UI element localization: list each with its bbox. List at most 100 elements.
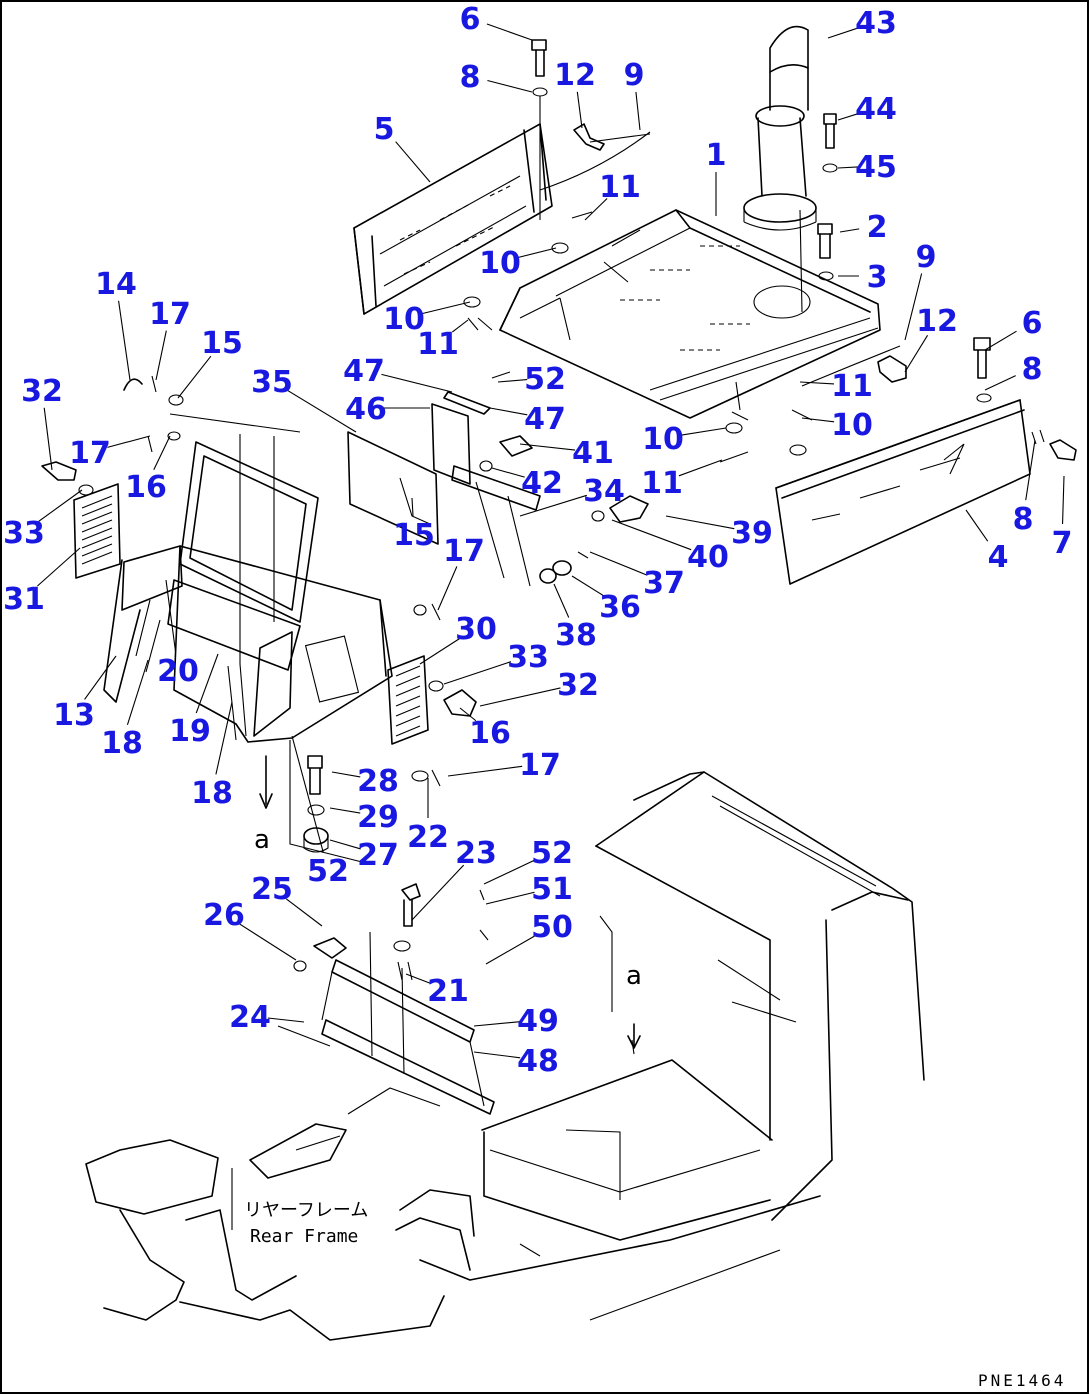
callout-18: 18	[191, 776, 233, 811]
callout-45: 45	[855, 150, 897, 185]
callout-52: 52	[531, 836, 573, 871]
leader-line-31	[37, 547, 81, 587]
leader-line-43	[827, 27, 860, 39]
leader-line-9	[635, 91, 641, 131]
callout-27: 27	[357, 838, 399, 873]
leader-line-23	[411, 864, 465, 921]
leader-line-52	[291, 735, 324, 853]
leader-line-6	[984, 330, 1017, 351]
leader-line-16	[153, 435, 171, 471]
callout-10: 10	[831, 408, 873, 443]
hardware-left	[41, 375, 184, 496]
callout-32: 32	[557, 668, 599, 703]
leader-line-11	[678, 459, 723, 477]
leader-line-19	[195, 653, 219, 714]
callout-50: 50	[531, 910, 573, 945]
hardware-center	[411, 495, 649, 787]
leader-line-10	[801, 417, 835, 423]
callout-4: 4	[988, 540, 1009, 575]
leader-line-16	[459, 707, 477, 722]
leader-line-8	[487, 79, 533, 93]
leader-line-45	[837, 166, 859, 169]
callout-47: 47	[343, 354, 385, 389]
leader-line-5	[395, 141, 431, 183]
leader-line-15	[411, 497, 414, 517]
callout-23: 23	[455, 836, 497, 871]
callout-16: 16	[125, 470, 167, 505]
callout-47: 47	[524, 402, 566, 437]
grille-part-31	[73, 483, 121, 579]
rear-frame-outline	[85, 1087, 475, 1341]
callout-21: 21	[427, 974, 469, 1009]
callout-10: 10	[479, 246, 521, 281]
rear-frame-label-jp: リヤーフレーム	[244, 1200, 368, 1221]
callout-34: 34	[583, 474, 625, 509]
callout-43: 43	[855, 6, 897, 41]
leader-line-39	[665, 515, 735, 530]
callout-46: 46	[345, 392, 387, 427]
leader-line-11	[799, 381, 835, 385]
leader-line-20	[165, 579, 177, 653]
callout-10: 10	[383, 302, 425, 337]
leader-line-4	[965, 509, 989, 542]
callout-36: 36	[599, 590, 641, 625]
callout-17: 17	[69, 436, 111, 471]
leader-line-27	[329, 839, 361, 850]
callout-17: 17	[149, 297, 191, 332]
leader-line-18	[126, 659, 149, 726]
callout-5: 5	[374, 112, 395, 147]
callout-29: 29	[357, 800, 399, 835]
leader-line-38	[553, 583, 570, 618]
leader-line-6	[486, 23, 533, 41]
view-marker-a-left: a	[254, 825, 270, 855]
drawing-reference-code: PNE1464	[978, 1371, 1066, 1390]
callout-6: 6	[460, 2, 481, 37]
leader-line-12	[904, 335, 929, 373]
leader-line-35	[287, 389, 357, 433]
leader-line-40	[611, 519, 692, 551]
leader-line-17	[107, 435, 151, 448]
leader-line-47	[489, 407, 528, 416]
leader-line-11	[584, 198, 608, 221]
callout-51: 51	[531, 872, 573, 907]
hardware-top	[463, 39, 838, 331]
leader-line-37	[589, 551, 648, 576]
leader-line-24	[267, 1017, 305, 1023]
leader-line-42	[491, 467, 525, 478]
leader-line-32	[43, 407, 53, 471]
leader-line-51	[485, 891, 535, 905]
view-marker-a-right: a	[626, 961, 642, 991]
leader-line-2	[839, 228, 860, 233]
side-cover-part-5	[353, 123, 553, 315]
callout-33: 33	[3, 516, 45, 551]
leader-lines	[37, 23, 1065, 1059]
leader-line-29	[329, 807, 361, 814]
callout-9: 9	[624, 58, 645, 93]
callout-17: 17	[519, 748, 561, 783]
exhaust-stack-part-43	[743, 25, 817, 313]
support-assembly	[277, 883, 641, 1115]
callout-8: 8	[1022, 352, 1043, 387]
callout-12: 12	[916, 304, 958, 339]
leader-line-14	[118, 300, 131, 381]
callout-52: 52	[307, 854, 349, 889]
callout-40: 40	[687, 540, 729, 575]
rear-frame-label-en: Rear Frame	[250, 1226, 358, 1247]
callout-31: 31	[3, 582, 45, 617]
leader-line-52	[483, 859, 536, 885]
callout-41: 41	[572, 436, 614, 471]
grille-part-30	[387, 655, 429, 745]
callout-3: 3	[867, 260, 888, 295]
leader-line-48	[473, 1051, 521, 1059]
leader-line-13	[84, 655, 117, 700]
leader-line-36	[571, 575, 606, 597]
leader-line-34	[519, 494, 587, 517]
leader-line-21	[405, 973, 432, 985]
callout-25: 25	[251, 872, 293, 907]
callout-11: 11	[641, 466, 683, 501]
leader-line-9	[904, 273, 923, 341]
leader-line-33	[38, 489, 83, 522]
callout-42: 42	[521, 466, 563, 501]
